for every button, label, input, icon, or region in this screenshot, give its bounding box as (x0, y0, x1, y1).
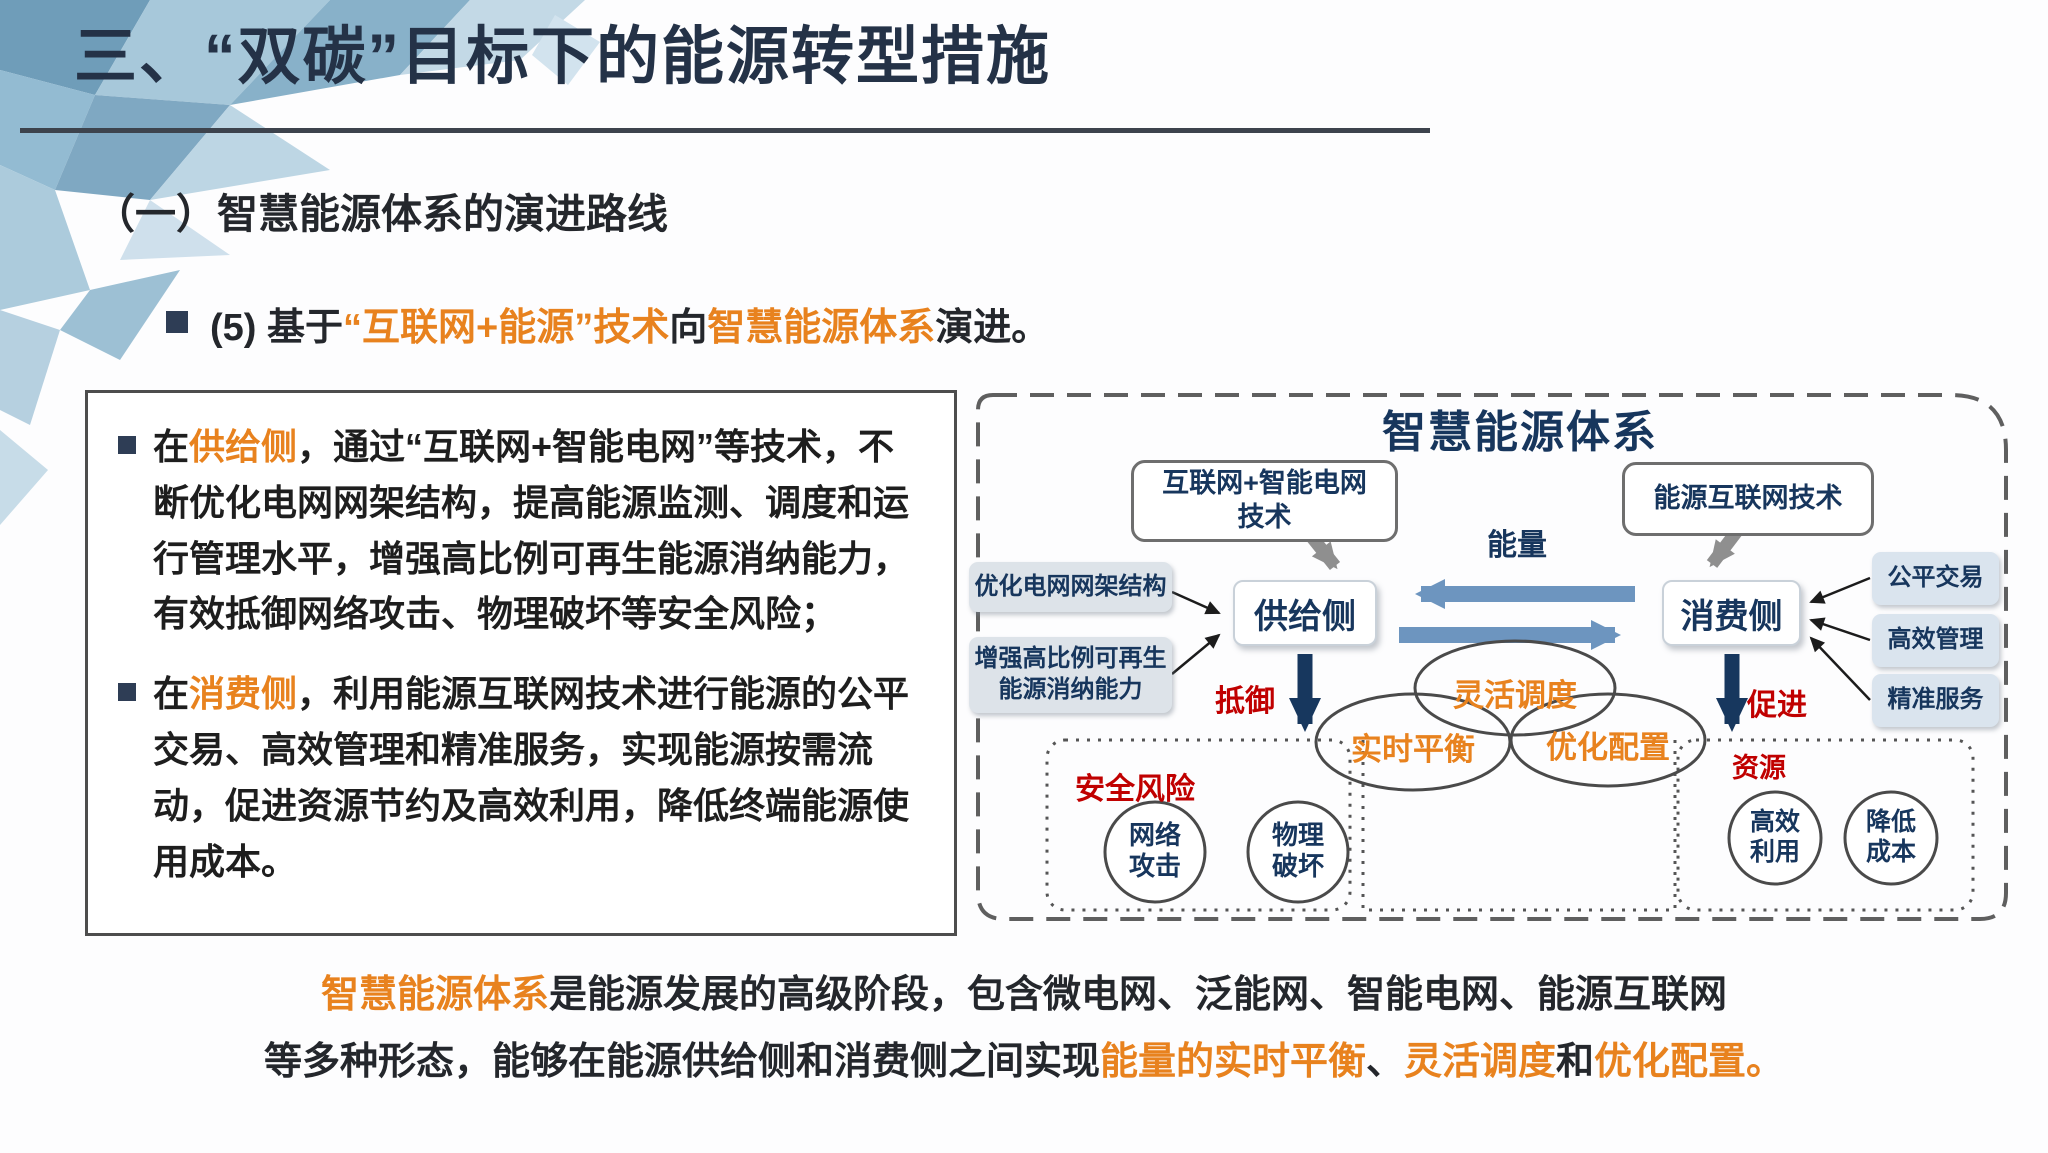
resource-circle (1843, 790, 1939, 886)
consume-factor-arrow (1809, 576, 1871, 604)
content-panel: 在供给侧，通过“互联网+智能电网”等技术，不断优化电网网架结构，提高能源监测、调… (85, 390, 957, 936)
square-bullet-icon (118, 683, 136, 702)
diagram-dashed-border (976, 393, 2008, 921)
consume-factor-box: 高效管理 (1872, 614, 1999, 667)
venn-label-realtime: 实时平衡 (1351, 732, 1475, 767)
section-heading: （一）智慧能源体系的演进路线 (94, 191, 668, 237)
resource-circle-label: 降低 成本 (1865, 808, 1916, 866)
consume-factor-box: 公平交易 (1872, 552, 1999, 605)
footer-line-1: 智慧能源体系是能源发展的高级阶段，包含微电网、泛能网、智能电网、能源互联网 (320, 974, 1728, 1016)
supply-factor-arrow (1171, 633, 1221, 675)
tech-box-consume: 能源互联网技术 (1622, 462, 1874, 536)
resource-circle-label: 高效 利用 (1749, 808, 1800, 866)
diagram-panel: 智慧能源体系 互联网+智能电网 技术 能源互联网技术 能量 供给侧 消费侧 优化… (969, 392, 2011, 924)
venn-label-optimize: 优化配置 (1546, 730, 1670, 765)
corner-polygon-decoration (0, 0, 600, 525)
venn-label-flexible: 灵活调度 (1453, 678, 1577, 713)
consume-factor-box: 精准服务 (1872, 674, 1999, 727)
bullet-item: 在消费侧，利用能源互联网技术进行能源的公平交易、高效管理和精准服务，实现能源按需… (118, 666, 918, 889)
resource-group-title: 资源 (1732, 753, 1786, 783)
risk-circle-label: 网络 攻击 (1128, 820, 1181, 881)
resource-circle (1727, 790, 1823, 886)
bullet-text-supply-side: 在供给侧，通过“互联网+智能电网”等技术，不断优化电网网架结构，提高能源监测、调… (153, 426, 910, 635)
key-point: (5) 基于“互联网+能源”技术向智慧能源体系演进。 (166, 296, 1049, 351)
footer-line-2: 等多种形态，能够在能源供给侧和消费侧之间实现能量的实时平衡、灵活调度和优化配置。 (263, 1040, 1785, 1083)
consume-node: 消费侧 (1662, 580, 1801, 646)
resource-region-border (1676, 738, 1975, 912)
risk-circle (1103, 800, 1207, 904)
diagram-connectors-svg (976, 393, 2008, 921)
consume-factor-arrow (1809, 617, 1871, 642)
resist-label: 抵御 (1215, 685, 1275, 718)
risk-circle (1246, 800, 1350, 904)
key-point-text: (5) 基于“互联网+能源”技术向智慧能源体系演进。 (210, 307, 1050, 349)
bullet-item: 在供给侧，通过“互联网+智能电网”等技术，不断优化电网网架结构，提高能源监测、调… (118, 419, 918, 642)
venn-ellipse-flexible (1413, 639, 1617, 737)
footer-paragraph: 智慧能源体系是能源发展的高级阶段，包含微电网、泛能网、智能电网、能源互联网 等多… (58, 962, 1990, 1095)
slide-title: 三、“双碳”目标下的能源转型措施 (74, 22, 1051, 92)
square-bullet-icon (118, 436, 136, 454)
consume-factor-arrow (1809, 636, 1871, 701)
diagram-title: 智慧能源体系 (1382, 408, 1658, 457)
risk-region-border (1045, 738, 1352, 912)
risk-circle-label: 物理 破坏 (1271, 820, 1324, 881)
supply-factor-arrow (1171, 590, 1221, 615)
energy-label: 能量 (1487, 529, 1547, 562)
promote-label: 促进 (1747, 689, 1807, 722)
supply-factor-box: 优化电网网架结构 (969, 562, 1172, 612)
bullet-text-consume-side: 在消费侧，利用能源互联网技术进行能源的公平交易、高效管理和精准服务，实现能源按需… (153, 673, 910, 882)
tech-box-supply: 互联网+智能电网 技术 (1131, 460, 1398, 542)
title-divider (20, 128, 1430, 133)
risk-group-title: 安全风险 (1075, 773, 1195, 806)
venn-ellipse-optimize (1509, 692, 1707, 788)
supply-node: 供给侧 (1233, 580, 1377, 646)
square-bullet-icon (166, 311, 188, 333)
supply-factor-box: 增强高比例可再生 能源消纳能力 (969, 637, 1172, 713)
